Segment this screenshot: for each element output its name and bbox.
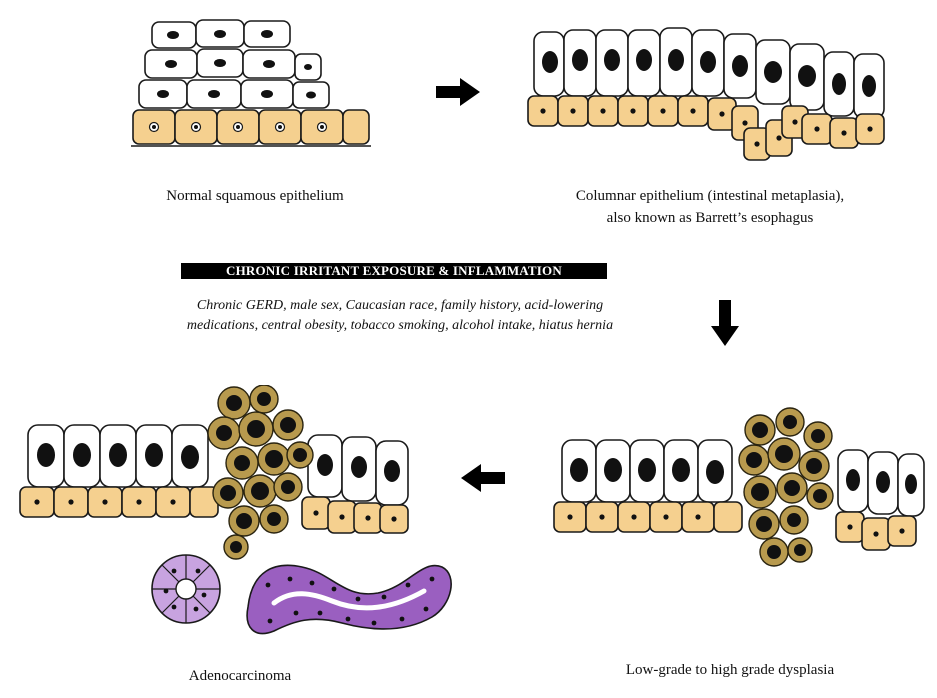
columnar-epithelium-illustration: [520, 10, 900, 170]
caption-adenocarcinoma: Adenocarcinoma: [110, 666, 370, 686]
arrow-left-icon: [461, 464, 505, 492]
caption-barrett-line1: Columnar epithelium (intestinal metaplas…: [510, 186, 910, 206]
caption-dysplasia: Low-grade to high grade dysplasia: [560, 660, 900, 680]
caption-barrett-line2: also known as Barrett’s esophagus: [510, 208, 910, 228]
tumor-gland-elongated: [247, 565, 451, 633]
arrow-right-icon: [436, 78, 480, 106]
dysplasia-illustration: [548, 400, 928, 580]
adenocarcinoma-illustration: [12, 385, 457, 645]
arrow-down-icon: [711, 300, 739, 346]
risk-factors-line2: medications, central obesity, tobacco sm…: [120, 316, 680, 336]
risk-factors-text: Chronic GERD, male sex, Caucasian race, …: [120, 296, 680, 336]
caption-normal-squamous: Normal squamous epithelium: [110, 186, 400, 206]
normal-squamous-epithelium-illustration: [125, 12, 375, 152]
risk-factors-line1: Chronic GERD, male sex, Caucasian race, …: [120, 296, 680, 316]
chronic-exposure-banner: CHRONIC IRRITANT EXPOSURE & INFLAMMATION: [181, 263, 607, 279]
tumor-gland-round: [152, 555, 220, 623]
